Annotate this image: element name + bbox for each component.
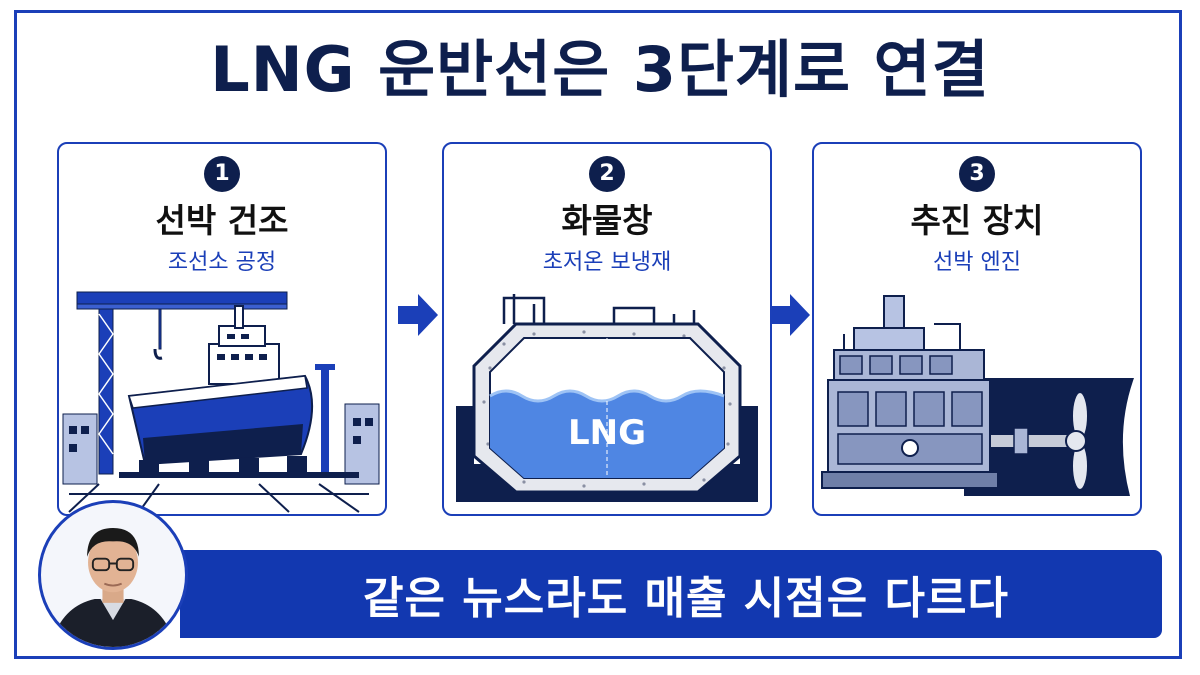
tank-label: LNG (568, 413, 646, 453)
step-title: 추진 장치 (910, 201, 1044, 240)
arrow-right-icon (770, 294, 810, 336)
step-subtitle: 선박 엔진 (933, 250, 1021, 275)
summary-banner: 같은 뉴스라도 매출 시점은 다르다 (180, 550, 1162, 638)
step-number-badge: 1 (204, 156, 240, 192)
step-card-propulsion: 3 추진 장치 선박 엔진 (812, 142, 1142, 516)
avatar (38, 500, 188, 650)
step-subtitle: 조선소 공정 (167, 250, 277, 275)
lng-cargo-tank-icon: LNG (456, 294, 758, 502)
step-card-shipbuilding: 1 선박 건조 조선소 공정 (57, 142, 387, 516)
step-title: 선박 건조 (155, 201, 289, 240)
arrow-right-icon (398, 294, 438, 336)
step-number-badge: 3 (959, 156, 995, 192)
person-portrait-icon (50, 527, 176, 647)
shipyard-crane-ship-icon (62, 291, 380, 513)
banner-text: 같은 뉴스라도 매출 시점은 다르다 (363, 573, 1009, 624)
step-number-badge: 2 (589, 156, 625, 192)
step-card-cargo-tank: 2 화물창 초저온 보냉재 LNG (442, 142, 772, 516)
step-title: 화물창 (561, 201, 653, 240)
step-subtitle: 초저온 보냉재 (542, 250, 672, 275)
page-title: LNG 운반선은 3단계로 연결 (210, 33, 990, 106)
ship-engine-propeller-icon (821, 295, 1134, 496)
